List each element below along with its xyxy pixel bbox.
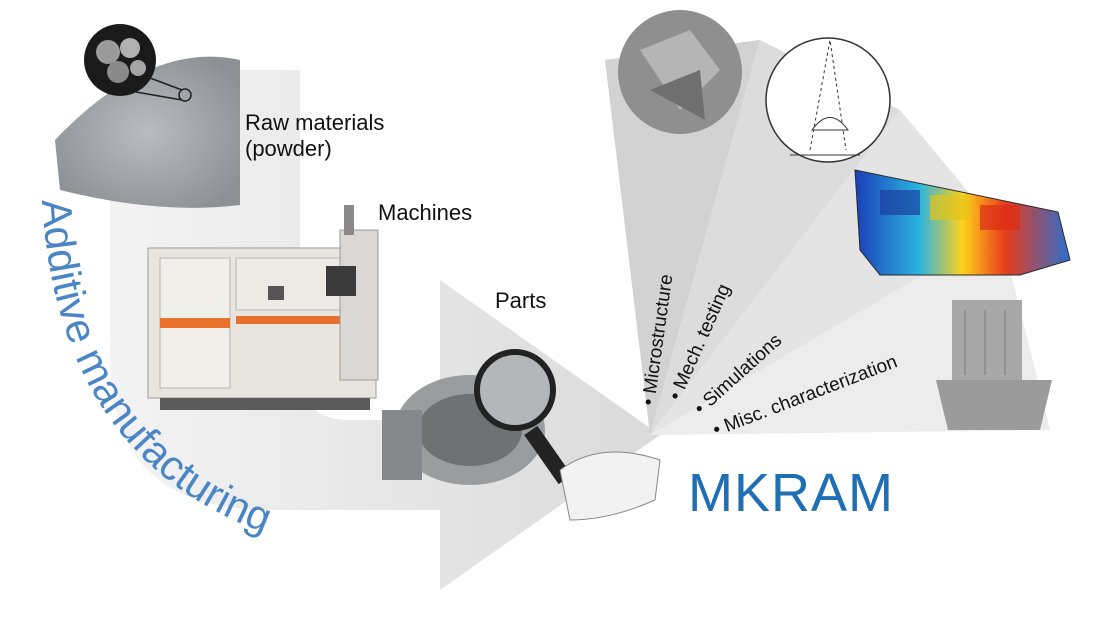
blade-image — [936, 300, 1052, 430]
parts-label: Parts — [495, 288, 547, 313]
raw-materials-label: Raw materials (powder) — [245, 110, 385, 161]
machine-image — [147, 205, 379, 410]
ctod-diagram — [765, 37, 891, 163]
parts-image — [382, 349, 661, 521]
simulation-image — [854, 169, 1071, 276]
machines-label: Machines — [378, 200, 473, 225]
microstructure-image — [618, 10, 742, 134]
powder-image — [55, 24, 240, 208]
mkram-title: MKRAM — [688, 463, 894, 523]
